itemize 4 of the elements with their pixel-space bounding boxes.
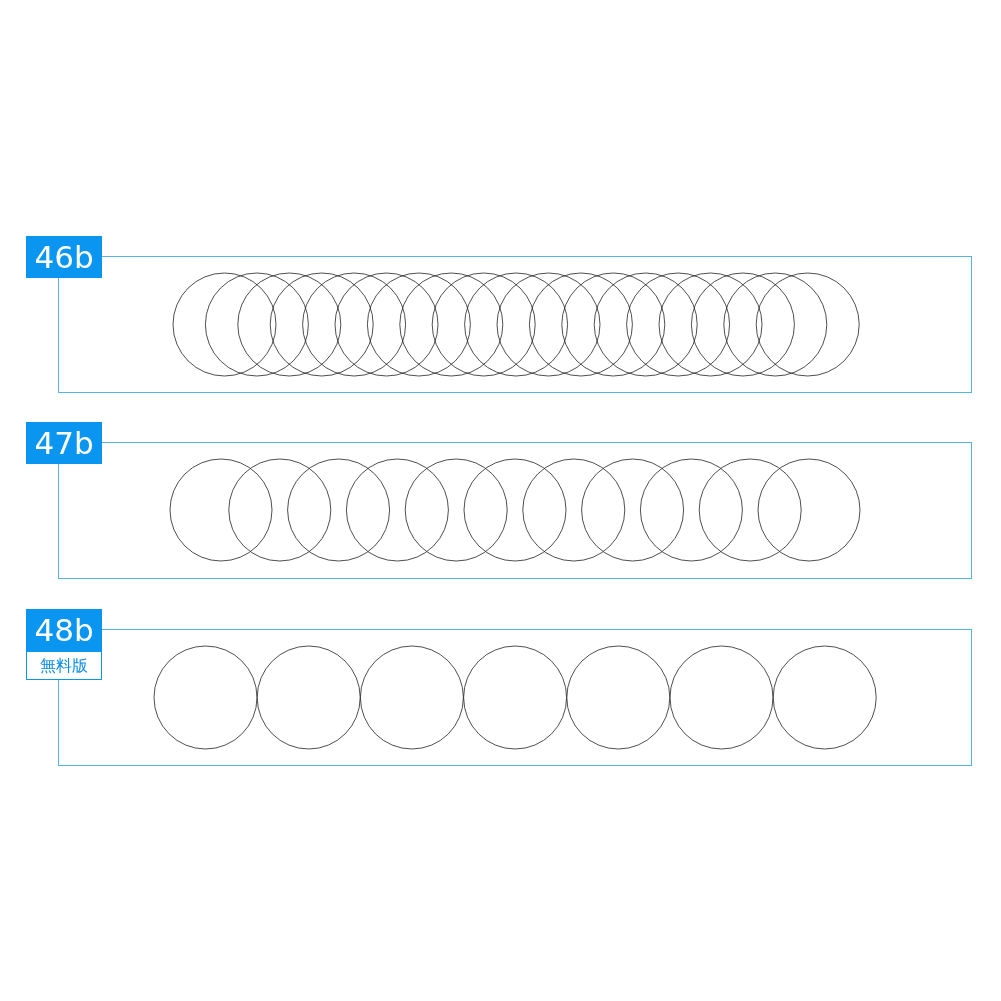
panel-number: 46b xyxy=(26,236,102,278)
version-tag: 無料版 xyxy=(26,651,102,680)
panel-number: 47b xyxy=(26,422,102,464)
panel-number: 48b xyxy=(26,609,102,651)
